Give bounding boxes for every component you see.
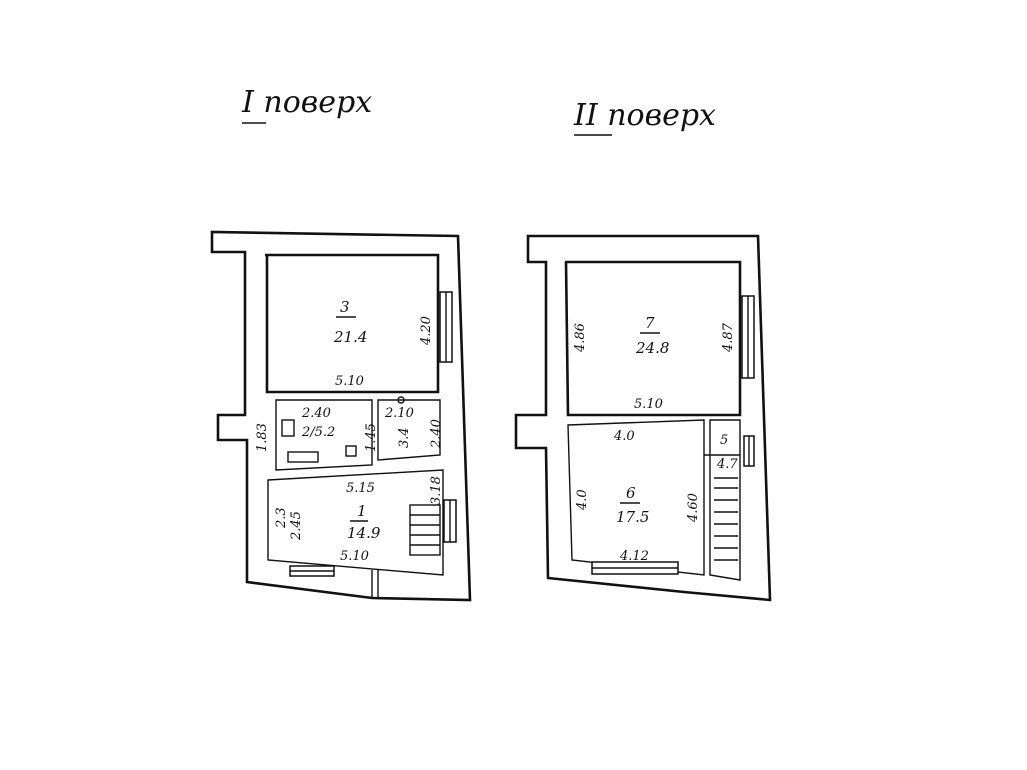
sink-icon: [345, 445, 357, 457]
room-6-area: 17.5: [616, 508, 649, 526]
room-7-depth-right: 4.87: [721, 322, 736, 353]
inner-wall: [564, 260, 742, 417]
outer-wall: [210, 230, 472, 602]
stairs: [714, 477, 738, 561]
room-2-width: 2.40: [301, 406, 331, 421]
small-room-width: 2.10: [384, 406, 414, 421]
small-room-area: 3.4: [397, 427, 412, 448]
inner-wall-lower: [267, 469, 444, 576]
room-7-width: 5.10: [634, 397, 663, 412]
room-7-depth-left: 4.86: [573, 323, 588, 353]
room-7-number: 7: [645, 314, 655, 332]
inner-wall: [265, 253, 440, 394]
outer-wall: [514, 234, 772, 602]
stairs: [409, 504, 441, 556]
room-1-area: 14.9: [347, 524, 381, 542]
room-3-width: 5.10: [335, 374, 364, 389]
room-1-side: 2.45: [289, 511, 304, 541]
stair-well: [709, 419, 741, 581]
floor-2-title: II поверх: [573, 98, 716, 133]
floor-1-title: I поверх: [241, 85, 372, 120]
room-1-niche: 2.3: [274, 507, 289, 529]
floor-2-plan: II поверх 7 24.8 5.10 4.: [514, 98, 772, 602]
room-3-depth: 4.20: [419, 316, 434, 346]
room-6-width-top: 4.0: [613, 429, 635, 444]
inner-wall-lower: [567, 419, 705, 576]
room-1-width-bottom: 5.10: [340, 549, 369, 564]
room-6-depth-right: 4.60: [686, 493, 701, 523]
room-1-width-top: 5.15: [346, 481, 375, 496]
small-room-depth: 2.40: [429, 419, 444, 449]
door-icon: [397, 396, 405, 404]
room-3-number: 3: [340, 298, 350, 316]
toilet-icon: [281, 419, 295, 437]
room-1-depth: 3.18: [429, 476, 444, 505]
bath-icon: [287, 451, 319, 463]
room-7-area: 24.8: [635, 339, 669, 357]
room-2-area: 2/5.2: [301, 425, 335, 440]
room-2-depth: 1.83: [255, 423, 270, 452]
room-6-depth-left: 4.0: [575, 489, 590, 511]
partition-wall-small: [377, 399, 441, 461]
partition-wall: [275, 399, 373, 471]
room-3-area: 21.4: [333, 328, 367, 346]
room-5-area: 4.7: [716, 457, 738, 472]
room-1-number: 1: [357, 502, 367, 520]
room-6-number: 6: [626, 484, 636, 502]
small-room-side: 1.45: [364, 423, 379, 452]
floor-1-plan: I поверх 3 2: [210, 85, 472, 602]
room-6-width-bottom: 4.12: [619, 549, 649, 564]
room-5-number: 5: [720, 433, 728, 448]
